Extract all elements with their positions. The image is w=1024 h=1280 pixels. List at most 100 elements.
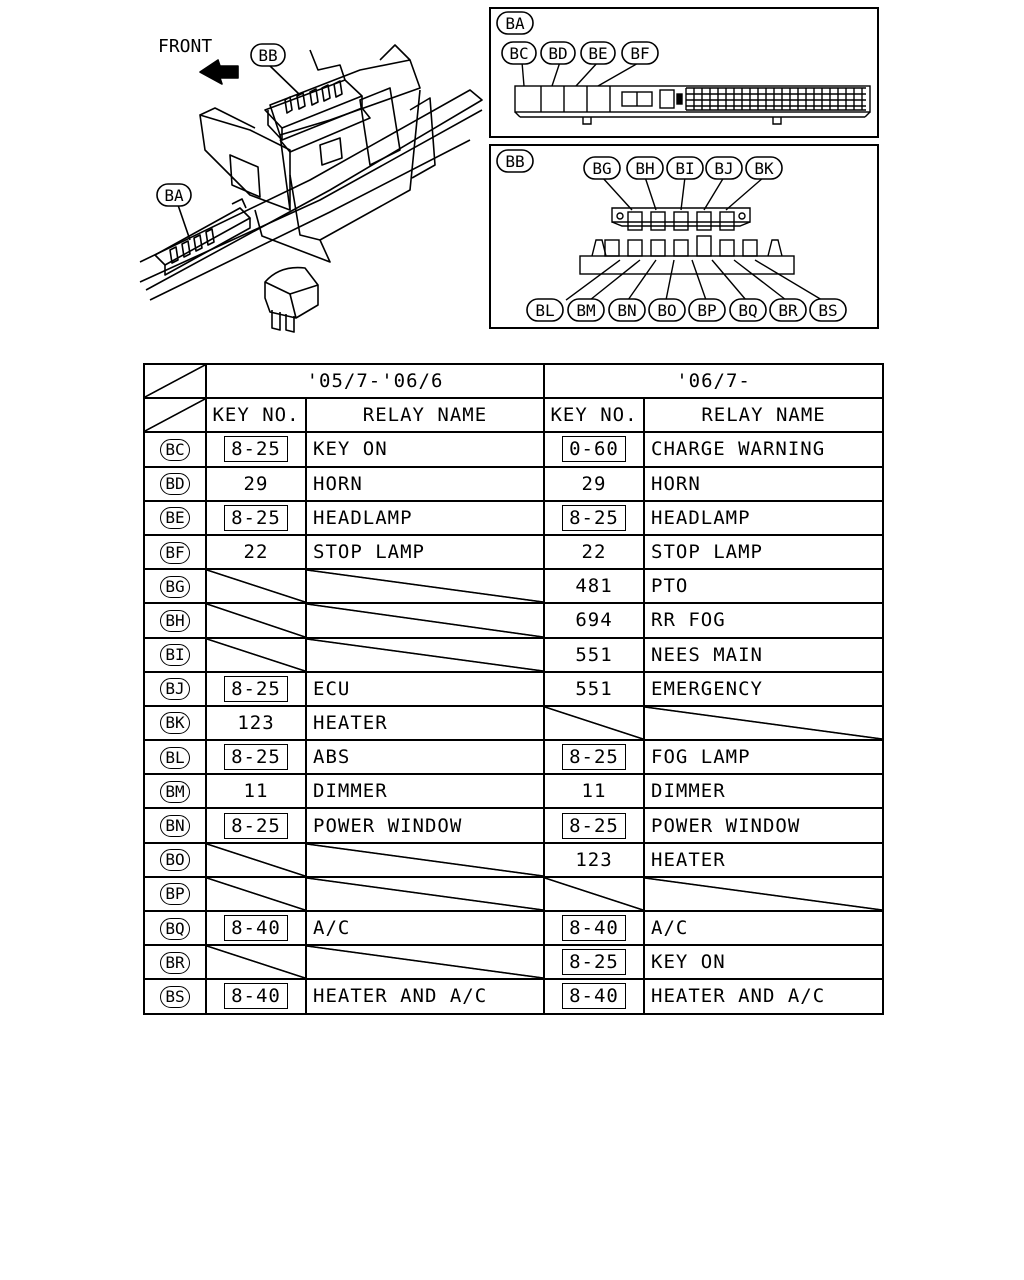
key-no-cell: 481	[543, 568, 645, 605]
svg-text:BJ: BJ	[714, 159, 733, 178]
empty-key-cell	[205, 944, 307, 981]
empty-relay-name-cell	[305, 944, 545, 981]
key-no-value: 8-40	[562, 915, 626, 942]
svg-text:BA: BA	[505, 14, 525, 33]
relay-block-ba-drawing	[514, 61, 871, 125]
key-no-value: 8-40	[224, 915, 288, 942]
panel-ba-label-be: BE	[580, 41, 616, 65]
key-no-cell: 29	[205, 465, 307, 502]
relay-code-cell: BG	[143, 568, 207, 605]
svg-text:BP: BP	[697, 301, 716, 320]
key-no-value: 8-25	[562, 744, 626, 771]
panel-bb-label-bl: BL	[526, 298, 564, 322]
panel-bb-label-bi: BI	[666, 156, 704, 180]
period-1-header: '05/7-'06/6	[205, 362, 545, 400]
key-no-value: 8-25	[562, 812, 626, 839]
relay-name-header-1: RELAY NAME	[305, 397, 545, 434]
relay-code-label: BJ	[160, 678, 190, 701]
panel-bb-label-bh: BH	[626, 156, 664, 180]
key-no-header-2: KEY NO.	[543, 397, 645, 434]
relay-name-cell: A/C	[305, 909, 545, 947]
key-no-value: 694	[575, 609, 613, 632]
relay-name-cell: HORN	[305, 465, 545, 502]
relay-code-label: BK	[160, 712, 190, 735]
key-no-cell: 8-25	[205, 739, 307, 776]
svg-text:BQ: BQ	[738, 301, 757, 320]
panel-ba-label-bd: BD	[540, 41, 576, 65]
relay-code-label: BC	[160, 438, 190, 461]
key-no-cell: 11	[543, 773, 645, 810]
key-no-cell: 8-25	[205, 431, 307, 468]
relay-code-cell: BE	[143, 499, 207, 536]
empty-key-cell	[205, 636, 307, 673]
svg-text:BB: BB	[505, 152, 524, 171]
relay-name-cell: NEES MAIN	[642, 636, 885, 673]
key-no-cell: 8-40	[543, 978, 645, 1015]
key-no-cell: 123	[205, 704, 307, 742]
panel-bb-label-bm: BM	[567, 298, 605, 322]
relay-table: '05/7-'06/6 '06/7- KEY NO. RELAY NAME KE…	[143, 362, 885, 1015]
empty-relay-name-cell	[642, 875, 885, 913]
empty-relay-name-cell	[305, 602, 545, 639]
relay-name-cell: STOP LAMP	[642, 533, 885, 571]
empty-relay-name-cell	[642, 704, 885, 742]
key-no-value: 22	[243, 541, 269, 564]
relay-code-cell: BJ	[143, 670, 207, 707]
key-no-header-1: KEY NO.	[205, 397, 307, 434]
key-no-value: 8-25	[224, 812, 288, 839]
empty-key-cell	[205, 568, 307, 605]
relay-name-cell: STOP LAMP	[305, 533, 545, 571]
key-no-cell: 8-25	[205, 499, 307, 536]
svg-text:BR: BR	[778, 301, 798, 320]
key-no-cell: 694	[543, 602, 645, 639]
svg-text:BD: BD	[548, 44, 567, 63]
relay-name-cell: FOG LAMP	[642, 739, 885, 776]
empty-relay-name-cell	[305, 841, 545, 878]
front-label: FRONT	[158, 36, 212, 57]
panel-bb-label-bj: BJ	[705, 156, 743, 180]
relay-code-cell: BK	[143, 704, 207, 742]
relay-name-cell: KEY ON	[305, 431, 545, 468]
key-no-cell: 8-25	[543, 944, 645, 981]
relay-name-cell: HEATER AND A/C	[305, 978, 545, 1015]
key-no-cell: 8-40	[543, 909, 645, 947]
relay-code-label: BL	[160, 746, 190, 769]
relay-code-label: BR	[160, 951, 190, 974]
relay-code-label: BI	[160, 644, 190, 667]
key-no-cell: 8-25	[205, 807, 307, 844]
key-no-cell: 22	[205, 533, 307, 571]
svg-text:BS: BS	[818, 301, 837, 320]
panel-ba-label-bc: BC	[501, 41, 537, 65]
relay-code-cell: BI	[143, 636, 207, 673]
relay-code-label: BE	[160, 507, 190, 530]
key-no-cell: 8-25	[543, 499, 645, 536]
relay-name-cell: ECU	[305, 670, 545, 707]
key-no-cell: 8-25	[205, 670, 307, 707]
relay-code-label: BF	[160, 541, 190, 564]
relay-name-cell: DIMMER	[305, 773, 545, 810]
table-header-column-row: KEY NO. RELAY NAME KEY NO. RELAY NAME	[143, 397, 885, 434]
relay-code-cell: BQ	[143, 909, 207, 947]
relay-name-cell: HORN	[642, 465, 885, 502]
relay-code-label: BD	[160, 473, 190, 496]
relay-code-cell: BN	[143, 807, 207, 844]
key-no-value: 8-25	[224, 675, 288, 702]
panel-bb-label-bs: BS	[809, 298, 847, 322]
relay-name-cell: HEATER	[642, 841, 885, 878]
key-no-cell: 8-40	[205, 909, 307, 947]
overview-label-bb: BB	[250, 43, 286, 67]
header-corner-cell	[143, 397, 207, 434]
relay-code-label: BG	[160, 575, 190, 598]
relay-code-label: BQ	[160, 917, 190, 940]
relay-bracket-drawing	[199, 44, 436, 211]
